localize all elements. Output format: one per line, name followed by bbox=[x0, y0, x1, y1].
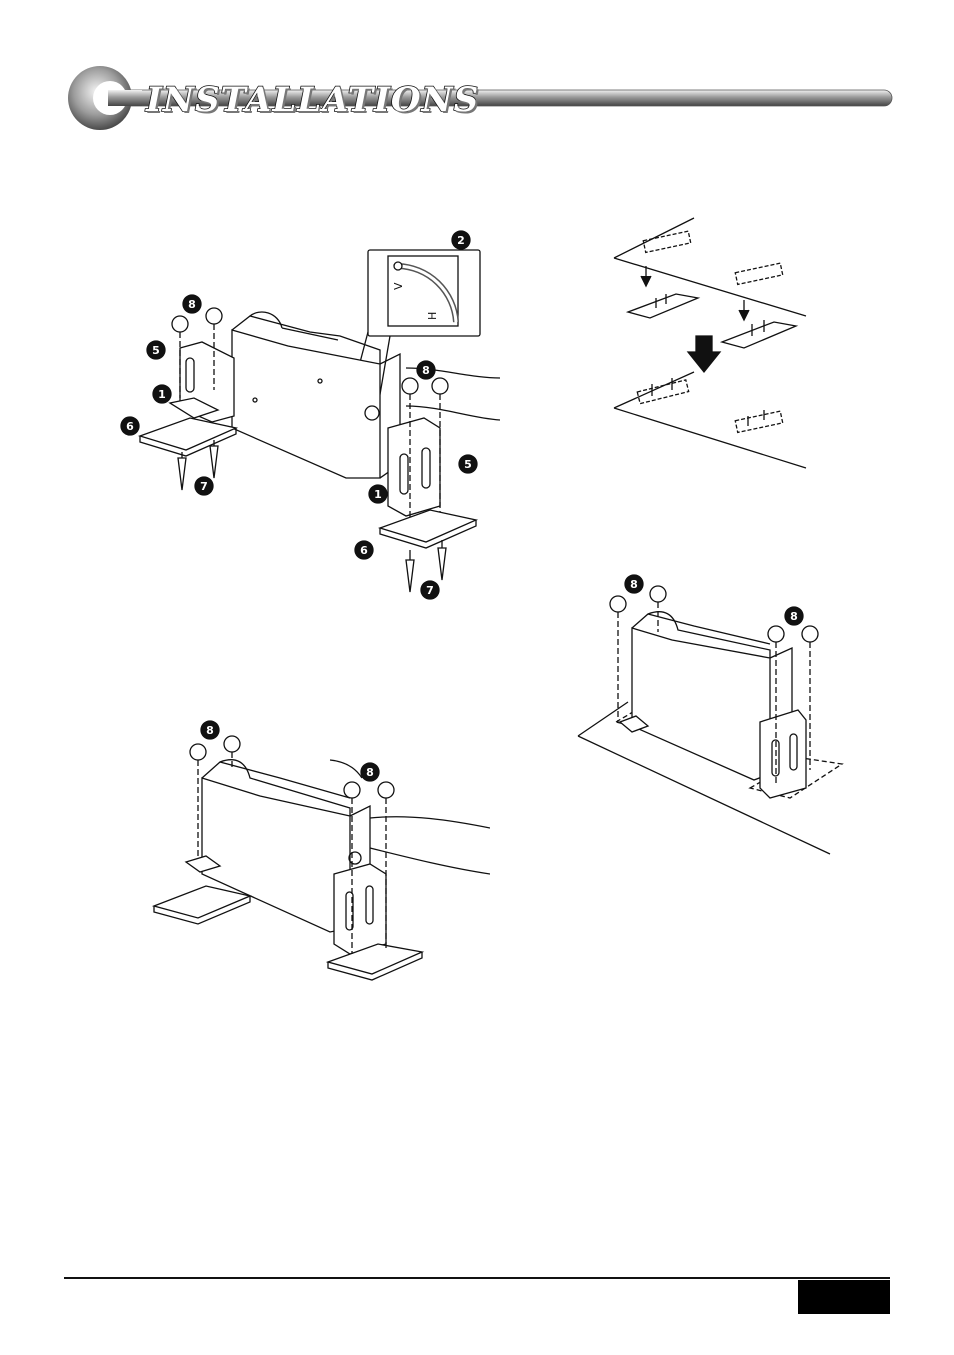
callout-7-right: 7 bbox=[421, 581, 439, 599]
gauge-letter-v: V bbox=[392, 282, 405, 290]
svg-text:8: 8 bbox=[366, 766, 374, 779]
page-title: INSTALLATIONS bbox=[146, 80, 479, 120]
page-number-box bbox=[798, 1280, 890, 1314]
svg-text:V: V bbox=[392, 282, 405, 290]
svg-text:8: 8 bbox=[188, 298, 196, 311]
callout-1-left: 1 bbox=[153, 385, 171, 403]
svg-text:5: 5 bbox=[464, 458, 472, 471]
callout-8-fig4-left: 8 bbox=[625, 575, 643, 593]
svg-text:6: 6 bbox=[360, 544, 368, 557]
footer-rule bbox=[64, 1277, 890, 1279]
svg-text:6: 6 bbox=[126, 420, 134, 433]
figure-floor-install: 8 8 bbox=[574, 574, 846, 856]
callout-6-left: 6 bbox=[121, 417, 139, 435]
svg-text:7: 7 bbox=[200, 480, 208, 493]
svg-text:1: 1 bbox=[374, 488, 382, 501]
svg-text:8: 8 bbox=[422, 364, 430, 377]
svg-text:5: 5 bbox=[152, 344, 160, 357]
figure-floor-template bbox=[606, 212, 812, 476]
callout-5-right: 5 bbox=[459, 455, 477, 473]
gauge-letter-h: H bbox=[426, 312, 439, 320]
callout-8-fig4-right: 8 bbox=[785, 607, 803, 625]
callout-8-fig2-left: 8 bbox=[201, 721, 219, 739]
svg-text:8: 8 bbox=[790, 610, 798, 623]
svg-text:2: 2 bbox=[457, 234, 465, 247]
callout-2: 2 bbox=[452, 231, 470, 249]
svg-text:7: 7 bbox=[426, 584, 434, 597]
figure-exploded-install: V H 2 8 5 1 6 7 8 5 1 6 7 bbox=[110, 228, 500, 608]
svg-text:8: 8 bbox=[206, 724, 214, 737]
callout-1-right: 1 bbox=[369, 485, 387, 503]
callout-8-fig2-right: 8 bbox=[361, 763, 379, 781]
callout-5-left: 5 bbox=[147, 341, 165, 359]
svg-text:H: H bbox=[426, 312, 439, 320]
callout-7-left: 7 bbox=[195, 477, 213, 495]
callout-6-right: 6 bbox=[355, 541, 373, 559]
callout-8-right: 8 bbox=[417, 361, 435, 379]
callout-8-left: 8 bbox=[183, 295, 201, 313]
figure-assembled-unit: 8 8 bbox=[150, 718, 490, 998]
svg-text:1: 1 bbox=[158, 388, 166, 401]
svg-text:8: 8 bbox=[630, 578, 638, 591]
